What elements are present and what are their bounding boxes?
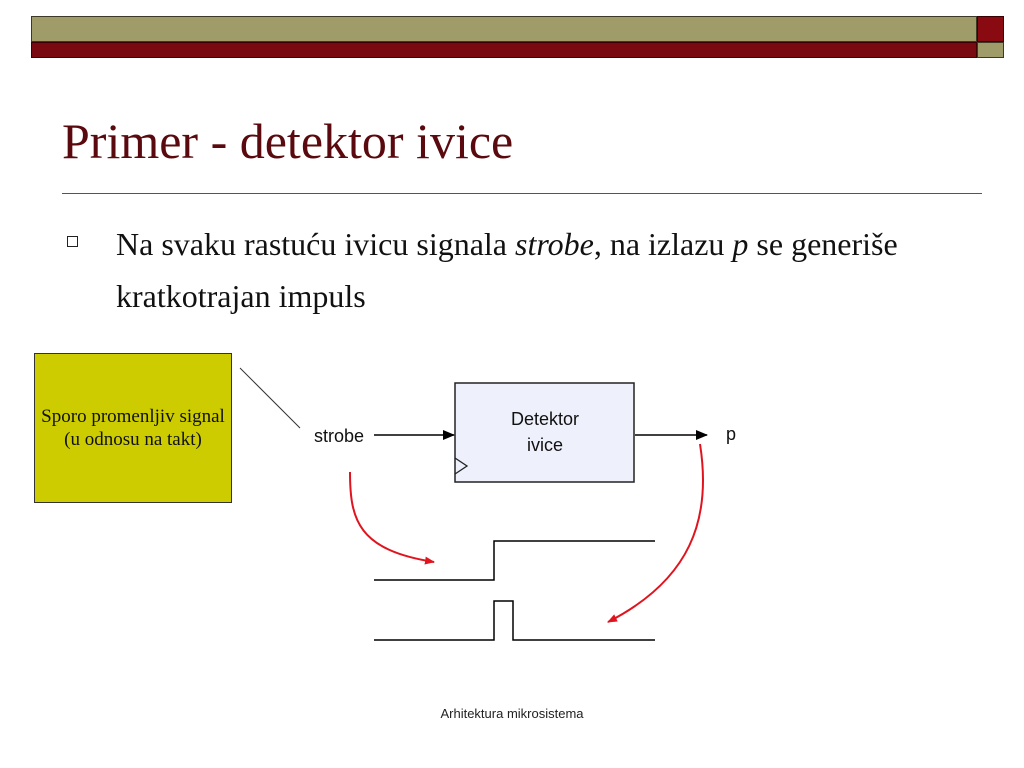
p-pulse-waveform [374,600,655,641]
strobe-to-waveform-arrow [349,471,435,565]
callout-pointer-line [239,367,301,429]
top-decoration-bar [31,16,977,58]
detector-block [454,382,635,483]
strobe-waveform [374,540,655,581]
strobe-input-label: strobe [314,426,364,446]
slide-title: Primer - detektor ivice [62,113,514,169]
slide-footer: Arhitektura mikrosistema [440,706,584,721]
top-bar-maroon-stripe [31,42,977,58]
bullet-square-icon [67,236,78,247]
clock-input-triangle-icon [454,457,469,475]
bullet-strobe-term: strobe [515,226,594,262]
bullet-p-term: p [732,226,749,262]
top-bar-olive-stripe [31,16,977,42]
callout-note-box: Sporo promenljiv signal (u odnosu na tak… [34,353,232,503]
p-output-label: p [726,424,736,444]
top-corner-decoration [977,16,1004,58]
p-to-pulse-arrow [607,443,704,623]
title-underline [62,193,982,194]
detector-block-label-line1: Detektor [511,409,579,429]
bullet-text-part1: Na svaku rastuću ivicu signala [116,226,515,262]
detector-block-label-line2: ivice [527,435,563,455]
corner-maroon-square [977,16,1004,42]
bullet-text: Na svaku rastuću ivicu signala strobe, n… [116,218,936,322]
bullet-text-part3: se generiše kratkotrajan impuls [116,226,898,314]
callout-note-text: Sporo promenljiv signal (u odnosu na tak… [41,406,225,450]
corner-olive-square [977,42,1004,58]
bullet-text-part2: , na izlazu [593,226,733,262]
